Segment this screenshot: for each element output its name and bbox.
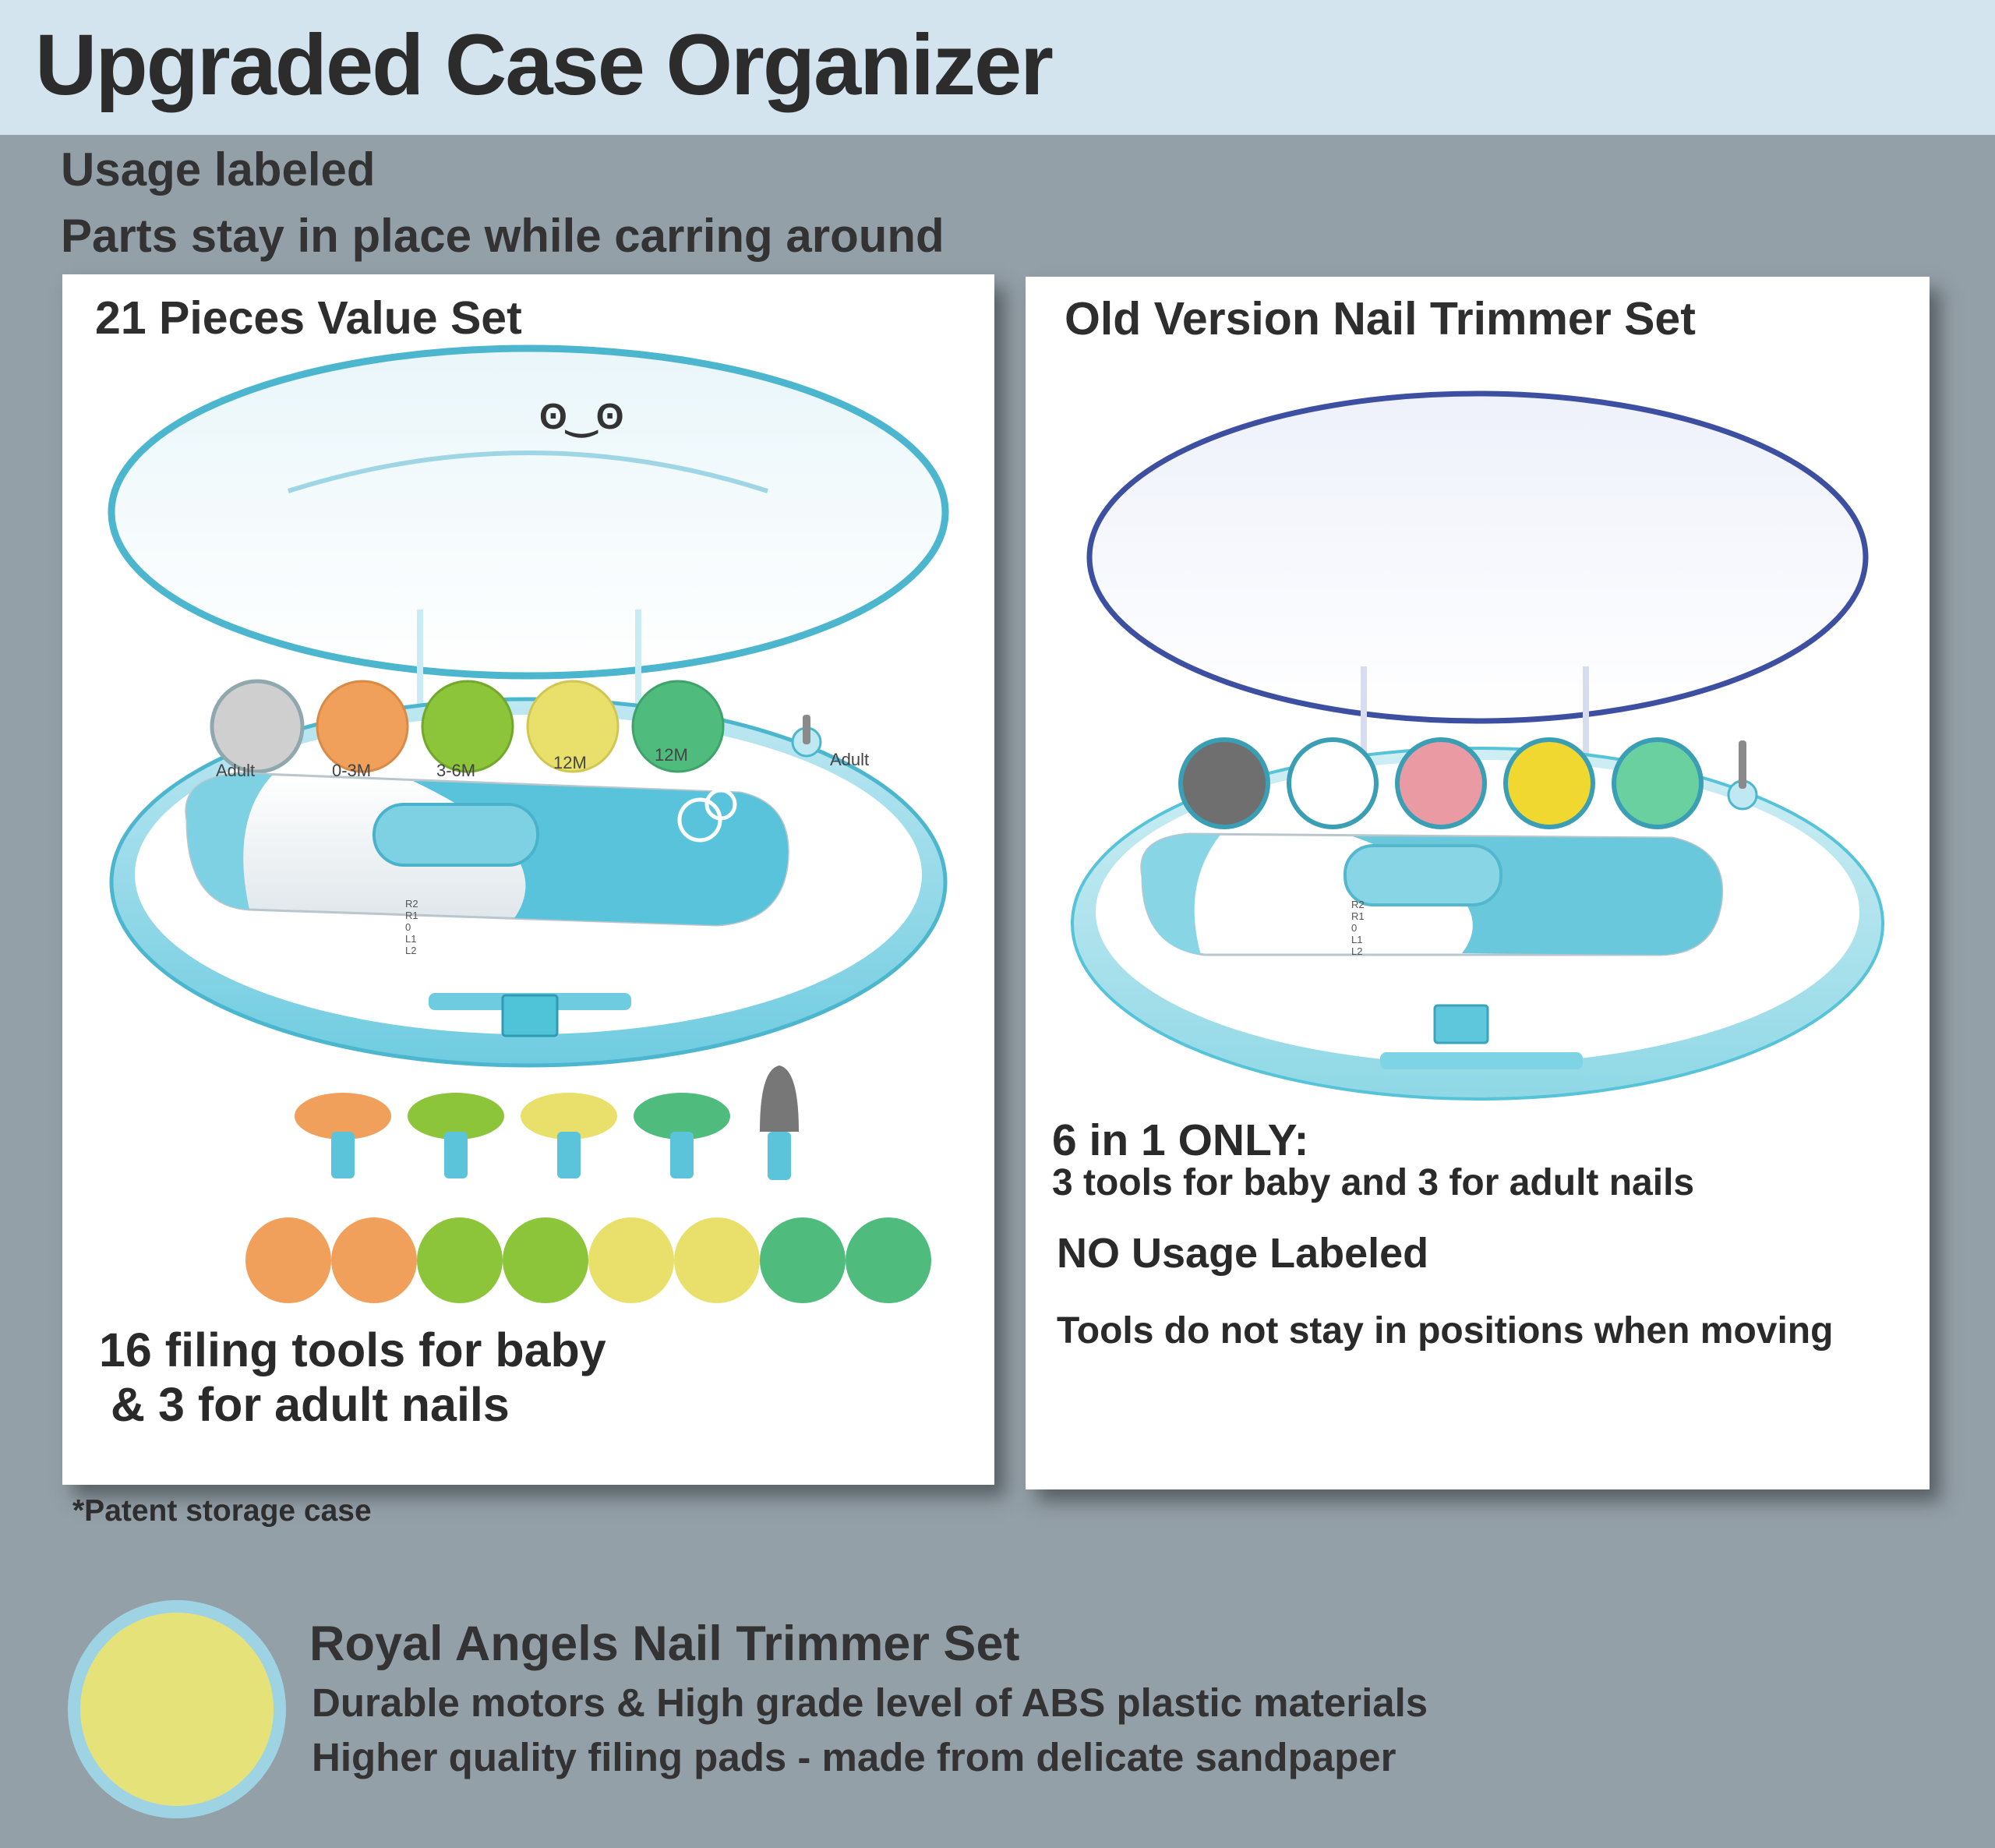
page-title: Upgraded Case Organizer bbox=[35, 17, 1054, 113]
new-loose-pads bbox=[245, 1217, 931, 1303]
slot-label-1: Adult bbox=[216, 761, 256, 780]
new-loose-attachments bbox=[295, 1065, 799, 1180]
slot-label-3: 3-6M bbox=[436, 761, 476, 780]
old-switch-labels: R2 R1 0 L1 L2 bbox=[1351, 899, 1382, 957]
brand-logo: ʘ‿ʘ bbox=[539, 396, 624, 436]
slot-label-5: 12M bbox=[655, 745, 688, 765]
new-set-caption-1: 16 filing tools for baby bbox=[99, 1323, 606, 1376]
new-case-lid bbox=[108, 345, 949, 773]
old-set-panel: Old Version Nail Trimmer Set bbox=[1026, 277, 1930, 1489]
slot-label-4: 12M bbox=[553, 753, 587, 772]
old-case-lid bbox=[1086, 390, 1869, 807]
new-switch-labels: R2 R1 0 L1 L2 bbox=[405, 898, 436, 956]
switch-label: L1 bbox=[1351, 934, 1363, 945]
old-set-line-2: 3 tools for baby and 3 for adult nails bbox=[1052, 1162, 1695, 1203]
old-trimmer-body bbox=[1140, 832, 1724, 956]
feature-line-1: Durable motors & High grade level of ABS… bbox=[312, 1680, 1428, 1725]
new-set-panel: 21 Pieces Value Set bbox=[62, 274, 994, 1485]
old-set-title: Old Version Nail Trimmer Set bbox=[1065, 293, 1696, 345]
switch-label: L2 bbox=[405, 945, 417, 956]
old-set-line-4: Tools do not stay in positions when movi… bbox=[1057, 1310, 1834, 1352]
old-set-line-3: NO Usage Labeled bbox=[1057, 1230, 1429, 1277]
old-set-line-1: 6 in 1 ONLY: bbox=[1052, 1115, 1309, 1165]
old-case-pads bbox=[1178, 737, 1758, 829]
slot-label-6: Adult bbox=[830, 750, 870, 769]
switch-label: R1 bbox=[405, 910, 418, 921]
new-trimmer-body bbox=[185, 772, 789, 927]
feature-line-2: Higher quality filing pads - made from d… bbox=[312, 1735, 1396, 1779]
new-case-pads bbox=[210, 679, 822, 774]
switch-label: L1 bbox=[405, 933, 417, 945]
switch-label: 0 bbox=[405, 921, 411, 933]
intro-line-2: Parts stay in place while carring around bbox=[61, 210, 945, 262]
new-case-illustration bbox=[108, 345, 949, 1303]
header-band bbox=[0, 0, 1995, 135]
new-set-caption-2: & 3 for adult nails bbox=[111, 1378, 510, 1431]
old-case-illustration bbox=[1071, 390, 1884, 1101]
footnote: *Patent storage case bbox=[72, 1494, 372, 1528]
switch-label: R2 bbox=[405, 898, 418, 910]
feature-title: Royal Angels Nail Trimmer Set bbox=[309, 1617, 1020, 1671]
filing-pad-image bbox=[68, 1600, 286, 1818]
new-set-title: 21 Pieces Value Set bbox=[95, 292, 522, 344]
switch-label: L2 bbox=[1351, 945, 1363, 957]
switch-label: 0 bbox=[1351, 922, 1358, 934]
slot-label-2: 0-3M bbox=[332, 761, 372, 780]
switch-label: R1 bbox=[1351, 910, 1365, 922]
switch-label: R2 bbox=[1351, 899, 1365, 910]
intro-line-1: Usage labeled bbox=[61, 143, 376, 196]
